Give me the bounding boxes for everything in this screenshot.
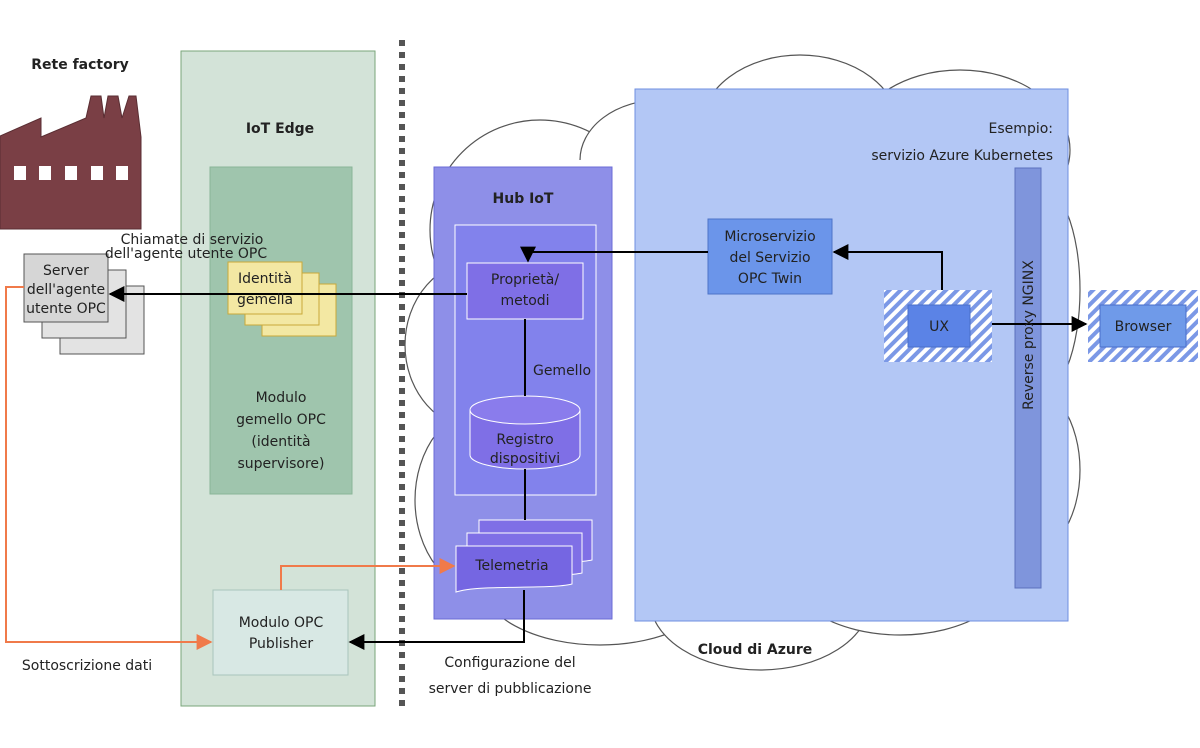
- registry-label-1: Registro: [496, 432, 553, 448]
- ux-label: UX: [929, 319, 949, 335]
- example-label-2: servizio Azure Kubernetes: [871, 148, 1053, 164]
- device-registry-cylinder[interactable]: [469, 395, 581, 470]
- opc-publisher-module[interactable]: [212, 589, 349, 676]
- opc-twin-microservice[interactable]: [707, 218, 833, 295]
- factory-windows: [14, 166, 128, 180]
- props-label-1: Proprietà/: [491, 272, 559, 288]
- publisher-label-2: Publisher: [249, 636, 314, 652]
- microservice-label-1: Microservizio: [724, 229, 815, 245]
- microservice-label-3: OPC Twin: [738, 271, 802, 287]
- properties-methods-box[interactable]: [466, 262, 584, 320]
- publisher-config-label-2: server di pubblicazione: [429, 681, 592, 697]
- registry-label-2: dispositivi: [490, 451, 560, 467]
- iot-edge-label: IoT Edge: [246, 121, 314, 137]
- twin-module-label-1: Modulo: [256, 390, 307, 406]
- nginx-label: Reverse proxy NGINX: [1021, 260, 1037, 410]
- twin-label: Gemello: [533, 363, 591, 379]
- connectors: [5, 244, 1088, 650]
- twin-identity-label-2: gemella: [237, 292, 293, 308]
- publisher-label-1: Modulo OPC: [239, 615, 324, 631]
- service-calls-label-2: dell'agente utente OPC: [105, 246, 267, 262]
- props-label-2: metodi: [500, 293, 549, 309]
- twin-module-label-3: (identità: [251, 434, 310, 450]
- twin-module-label-4: supervisore): [238, 456, 325, 472]
- twin-identity[interactable]: [227, 261, 303, 315]
- server-label-3: utente OPC: [26, 301, 106, 317]
- server-label-2: dell'agente: [27, 282, 105, 298]
- telemetry-label: Telemetria: [474, 558, 548, 574]
- azure-cloud-label: Cloud di Azure: [698, 642, 813, 658]
- publisher-config-label-1: Configurazione del: [444, 655, 575, 671]
- factory-network-label: Rete factory: [31, 57, 129, 73]
- iot-hub-label: Hub IoT: [493, 191, 554, 207]
- aks-area: [634, 88, 1069, 622]
- example-label-1: Esempio:: [989, 121, 1053, 137]
- microservice-label-2: del Servizio: [729, 250, 810, 266]
- server-label-1: Server: [43, 263, 89, 279]
- telemetry-doc[interactable]: [455, 545, 573, 593]
- twin-identity-label-1: Identità: [238, 271, 292, 287]
- service-calls-label-1: Chiamate di servizio: [121, 232, 264, 248]
- browser-label: Browser: [1115, 319, 1172, 335]
- opc-ua-server[interactable]: [23, 253, 109, 323]
- data-subscription-label: Sottoscrizione dati: [22, 658, 152, 674]
- factory-icon: [0, 95, 142, 230]
- twin-module-label-2: gemello OPC: [236, 412, 326, 428]
- browser-box[interactable]: [1099, 304, 1187, 348]
- ux-box[interactable]: [907, 304, 971, 348]
- nginx-reverse-proxy[interactable]: [1014, 167, 1042, 589]
